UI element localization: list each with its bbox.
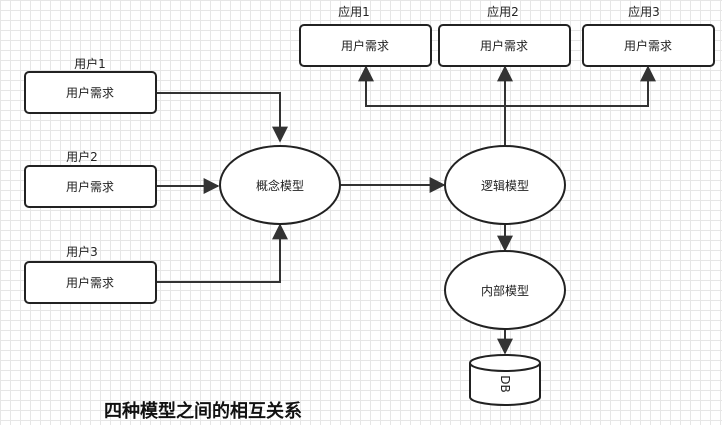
app-3: 应用3 用户需求 [582,4,715,67]
app-3-name: 应用3 [628,4,660,19]
app-2: 应用2 用户需求 [438,4,571,67]
user-3-box-label: 用户需求 [66,275,114,290]
user-3-box [24,261,157,304]
internal-model-ellipse [444,250,566,330]
logical-model-ellipse [444,145,566,225]
conceptual-model-label: 概念模型 [256,178,304,193]
internal-model-label: 内部模型 [481,283,529,298]
app-3-box [582,24,715,67]
database-cylinder-top [469,354,541,372]
user-1-box [24,71,157,114]
connectors [156,65,656,355]
diagram-title: 四种模型之间的相互关系 [104,400,302,422]
user-1-name: 用户1 [74,56,106,71]
user-2-box-label: 用户需求 [66,179,114,194]
user-2-box [24,165,157,208]
user-1-box-label: 用户需求 [66,85,114,100]
user-3: 用户3 用户需求 [24,244,157,304]
app-3-box-label: 用户需求 [624,38,672,53]
user-3-name: 用户3 [66,244,98,259]
database-label: DB [498,375,512,392]
conceptual-model-ellipse [219,145,341,225]
database: DB [469,354,541,406]
app-2-name: 应用2 [487,4,519,19]
app-1-box-label: 用户需求 [341,38,389,53]
user-1: 用户1 用户需求 [24,56,157,114]
edge-user1-to-conceptual [156,92,288,143]
logical-model: 逻辑模型 [444,145,566,225]
app-1-box [299,24,432,67]
internal-model: 内部模型 [444,250,566,330]
edge-hub-to-app3 [505,65,656,107]
app-2-box-label: 用户需求 [480,38,528,53]
logical-model-label: 逻辑模型 [481,179,529,193]
conceptual-model: 概念模型 [219,145,341,225]
user-2-name: 用户2 [66,149,98,164]
database-cylinder-body [469,363,541,406]
edge-user3-to-conceptual [156,223,288,283]
user-2: 用户2 用户需求 [24,149,157,208]
app-2-box [438,24,571,67]
app-1: 应用1 用户需求 [299,4,432,67]
app-1-name: 应用1 [338,4,370,19]
edge-hub-to-app1 [358,65,505,107]
